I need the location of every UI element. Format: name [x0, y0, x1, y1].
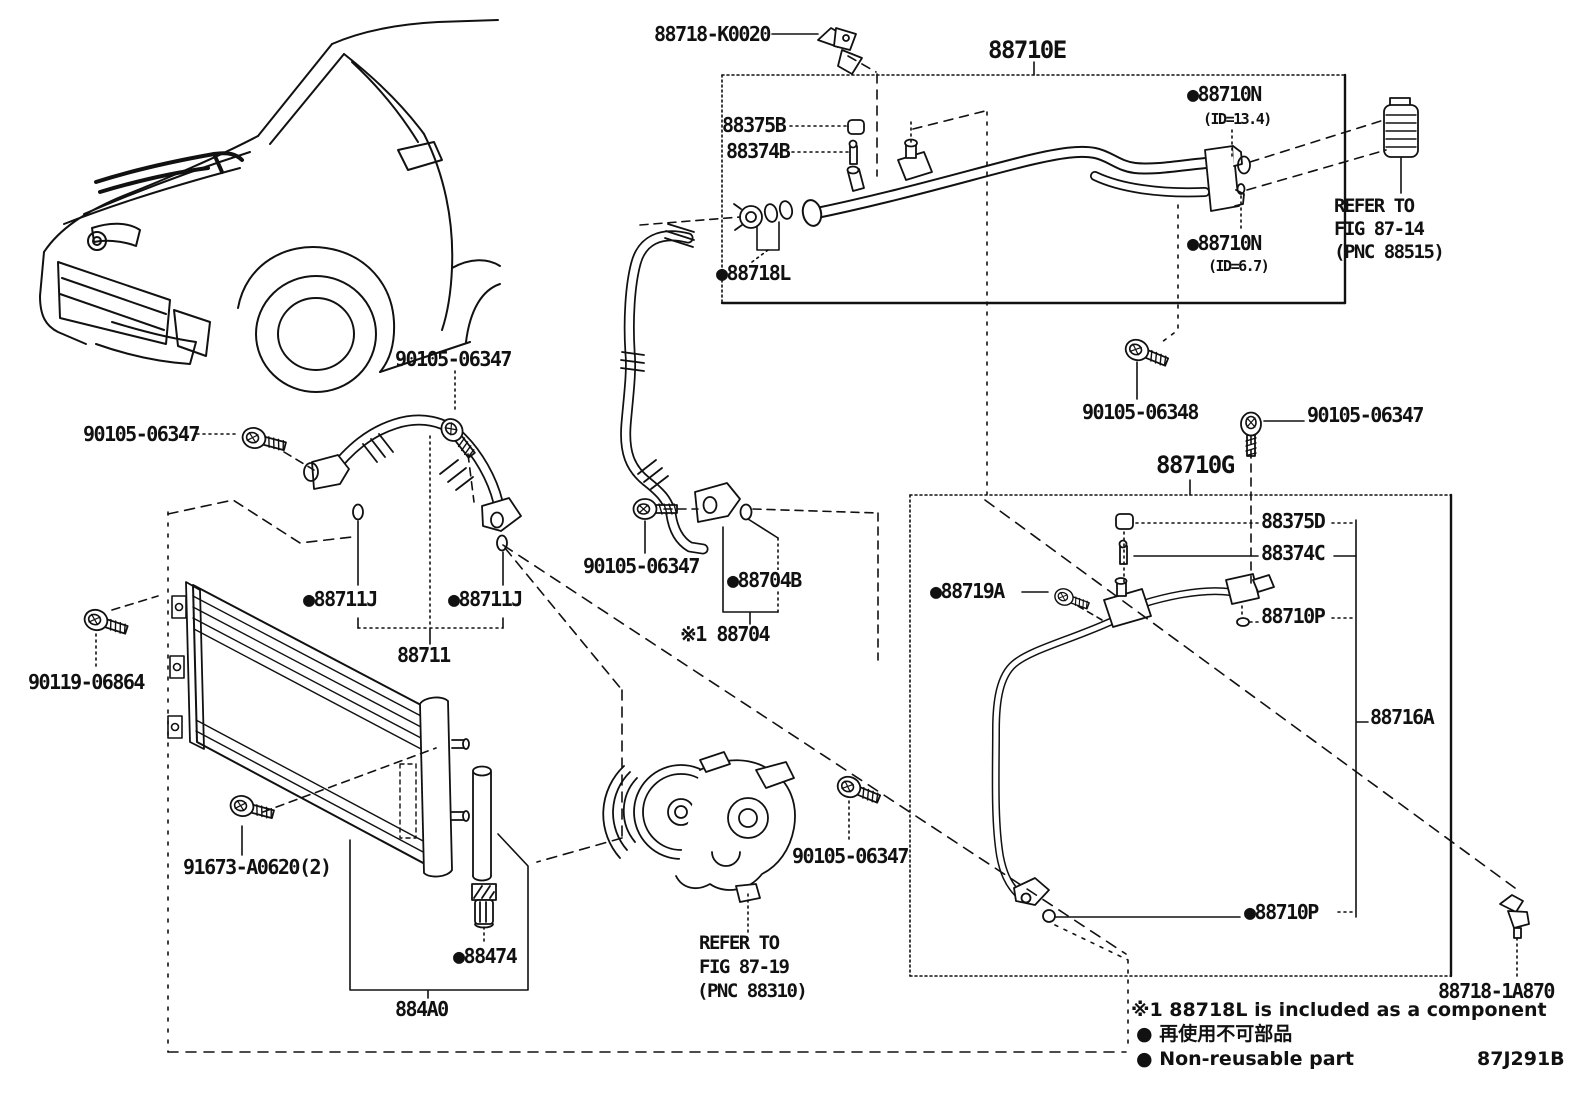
ref-fig-87-19-line3-label: (PNC 88310) [697, 980, 808, 1002]
bolt-90105-06347-top-label: 90105-06347 [395, 347, 512, 371]
hose-eye-fitting-icon [481, 497, 522, 532]
part-88718L-label: ●88718L [716, 261, 791, 285]
plug-88474-icon [471, 883, 497, 929]
ref-fig-87-14-line2-label: FIG 87-14 [1334, 218, 1425, 240]
clip-88718-K0020-icon [817, 27, 863, 75]
compressor-drawing [602, 751, 796, 903]
part-88718-1A870-label: 88718-1A870 [1438, 979, 1555, 1003]
condenser-drawing [167, 581, 470, 878]
part-88375D-label: 88375D [1261, 509, 1326, 533]
part-88711J-left-label: ●88711J [302, 587, 378, 611]
receiver-tube-drawing [471, 765, 497, 929]
footnote-component-label: ※1 88718L is included as a component [1131, 999, 1547, 1021]
part-88710N-2-id-label: (ID=6.7) [1208, 257, 1270, 275]
part-88710N-1-id-label: (ID=13.4) [1203, 110, 1272, 128]
bolt-90105-06347-right-label: 90105-06347 [1307, 403, 1424, 427]
cap-88375B-icon [847, 119, 865, 165]
pipe-flange-icon [1204, 145, 1251, 212]
o-ring-icon [739, 503, 753, 521]
service-valve-icon [846, 138, 933, 192]
assembly-88710E-label: 88710E [988, 36, 1067, 64]
drawing-code-label: 87J291B [1477, 1048, 1565, 1070]
part-88474-label: ●88474 [452, 944, 518, 968]
footnote-nonreusable-jp-label: ● 再使用不可部品 [1136, 1023, 1293, 1045]
clip-88718-1A870-icon [1499, 894, 1530, 939]
car-sketch [39, 19, 501, 393]
hose-eye-fitting-icon [694, 482, 741, 523]
hidden-drier-outline [399, 763, 417, 839]
strainer-88515-icon [1383, 97, 1419, 158]
hose-88711-drawing [303, 414, 522, 552]
bolt-90119-06864-label: 90119-06864 [28, 670, 145, 694]
bolt-90105-06348-label: 90105-06348 [1082, 400, 1199, 424]
part-88716A-label: 88716A [1370, 705, 1435, 729]
part-88711J-right-label: ●88711J [447, 587, 523, 611]
o-ring-icon [352, 503, 364, 521]
ac-pipe-highlight [94, 151, 244, 194]
bolt-90105-06347-hose-label: 90105-06347 [583, 554, 700, 578]
bolt-90105-06347-left-label: 90105-06347 [83, 422, 200, 446]
ref-fig-87-19-line1-label: REFER TO [699, 932, 780, 954]
assembly-box-88710G [909, 479, 1453, 978]
bolt-91673-A0620-label: 91673-A0620(2) [182, 855, 332, 879]
ref-fig-87-14-line3-label: (PNC 88515) [1334, 241, 1445, 263]
part-884A0-label: 884A0 [395, 997, 449, 1021]
part-88719A-label: ●88719A [930, 579, 1005, 603]
header-tank-icon [419, 696, 470, 878]
part-88710N-2-label: ●88710N [1187, 231, 1262, 255]
discharge-pipe-drawing [733, 138, 1251, 231]
suction-hose-88704-drawing [620, 223, 753, 555]
part-88710N-1-label: ●88710N [1187, 82, 1262, 106]
hose-clamp-icon [733, 200, 794, 231]
part-88710P-top-label: 88710P [1261, 604, 1326, 628]
part-88374C-label: 88374C [1261, 541, 1326, 565]
assembly-box-88710E [720, 61, 1347, 305]
assembly-88710G-label: 88710G [1156, 451, 1235, 479]
mounting-tab-icon [167, 595, 187, 739]
bolt-90105-06347-compressor-label: 90105-06347 [792, 844, 909, 868]
part-88710P-bottom-label: ●88710P [1243, 900, 1319, 924]
part-88711-label: 88711 [397, 643, 451, 667]
ref-fig-87-14-line1-label: REFER TO [1334, 195, 1415, 217]
footnote-nonreusable-en-label: ● Non-reusable part [1136, 1048, 1354, 1070]
leader-lines [95, 33, 1518, 999]
construction-lines [111, 55, 1516, 1053]
part-88375B-label: 88375B [722, 113, 787, 137]
part-88718-K0020-label: 88718-K0020 [654, 22, 771, 46]
tee-valve-icon [1103, 577, 1152, 628]
part-88704-label: ※1 88704 [680, 622, 771, 646]
part-88374B-label: 88374B [726, 139, 791, 163]
hose-eye-fitting-icon [303, 454, 350, 490]
part-88704B-label: ●88704B [726, 568, 802, 592]
ref-fig-87-19-line2-label: FIG 87-19 [699, 956, 790, 978]
